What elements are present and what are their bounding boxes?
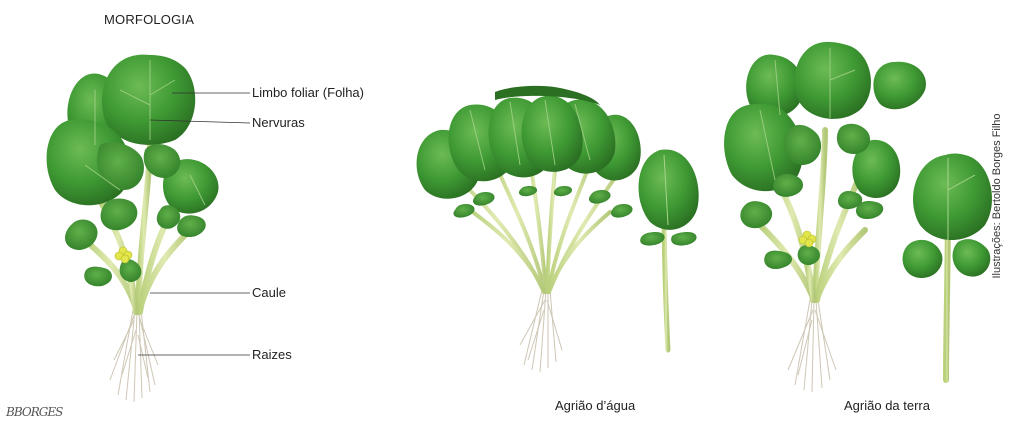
label-raizes: Raizes [252,347,292,362]
leaf [177,215,206,237]
leaf [671,232,696,246]
plant-terra [724,42,926,392]
leaf [873,62,926,109]
caption-agriao-terra: Agrião da terra [844,398,930,413]
leaf [953,239,991,276]
diagram-title: MORFOLOGIA [104,12,194,27]
leaf [903,240,943,278]
leaf [773,174,803,197]
leaf [102,55,195,145]
artist-signature: BBORGES [6,405,62,419]
leaf [639,149,699,229]
leaf [611,204,633,218]
leaf [795,42,871,119]
roots-agua [520,290,562,372]
leaf [764,251,792,269]
label-caule: Caule [252,285,286,300]
illustration-credit: Ilustrações: Bertoldo Borges Filho [991,111,1003,281]
roots-morphology [110,310,158,402]
roots-terra [788,300,836,392]
leaves-agua [417,86,641,218]
leaf [740,201,772,228]
label-limbo-foliar: Limbo foliar (Folha) [252,85,364,100]
leaf [913,154,992,241]
leaf [554,186,572,196]
leaf [837,124,870,154]
leaf [589,190,611,204]
leaf [453,204,474,218]
caption-agriao-agua: Agrião d’água [555,398,635,413]
leaf [84,267,112,287]
plant-agua-bunch [417,86,641,372]
plant-terra-single [903,154,993,381]
leaves-morphology [47,55,219,287]
label-nervuras: Nervuras [252,115,305,130]
plant-agua-single [639,149,699,350]
leaf [101,198,138,230]
leaf [640,232,664,246]
plant-morphology [47,55,250,402]
